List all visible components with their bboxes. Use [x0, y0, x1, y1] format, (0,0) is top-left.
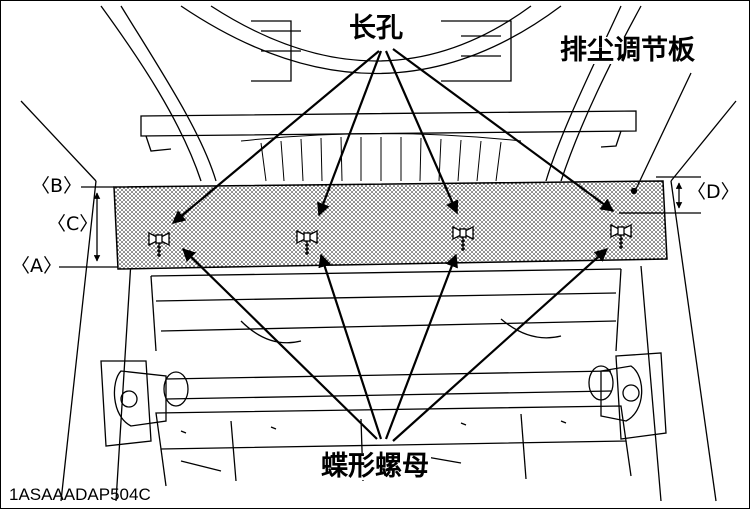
slot-label: 长孔 [347, 13, 405, 44]
figure-code: 1ASAAADAP504C [9, 485, 151, 504]
machine-lineart [20, 5, 737, 502]
dimension-c-label: 〈C〉 [47, 213, 99, 235]
slot-arrows [171, 48, 615, 224]
wing-nut-label: 蝶形螺母 [319, 451, 431, 482]
dust-plate-leader [630, 72, 692, 195]
dust-plate-label: 排尘调节板 [558, 35, 697, 66]
wing-nuts [148, 223, 632, 257]
dust-plate-shape [113, 180, 668, 270]
wing-nut-arrows [182, 248, 608, 442]
left-dimensions [59, 186, 118, 268]
dimension-a-label: 〈A〉 [11, 255, 62, 277]
right-dimensions [619, 176, 701, 214]
dimension-b-label: 〈B〉 [31, 175, 83, 197]
dimension-d-label: 〈D〉 [687, 181, 740, 203]
